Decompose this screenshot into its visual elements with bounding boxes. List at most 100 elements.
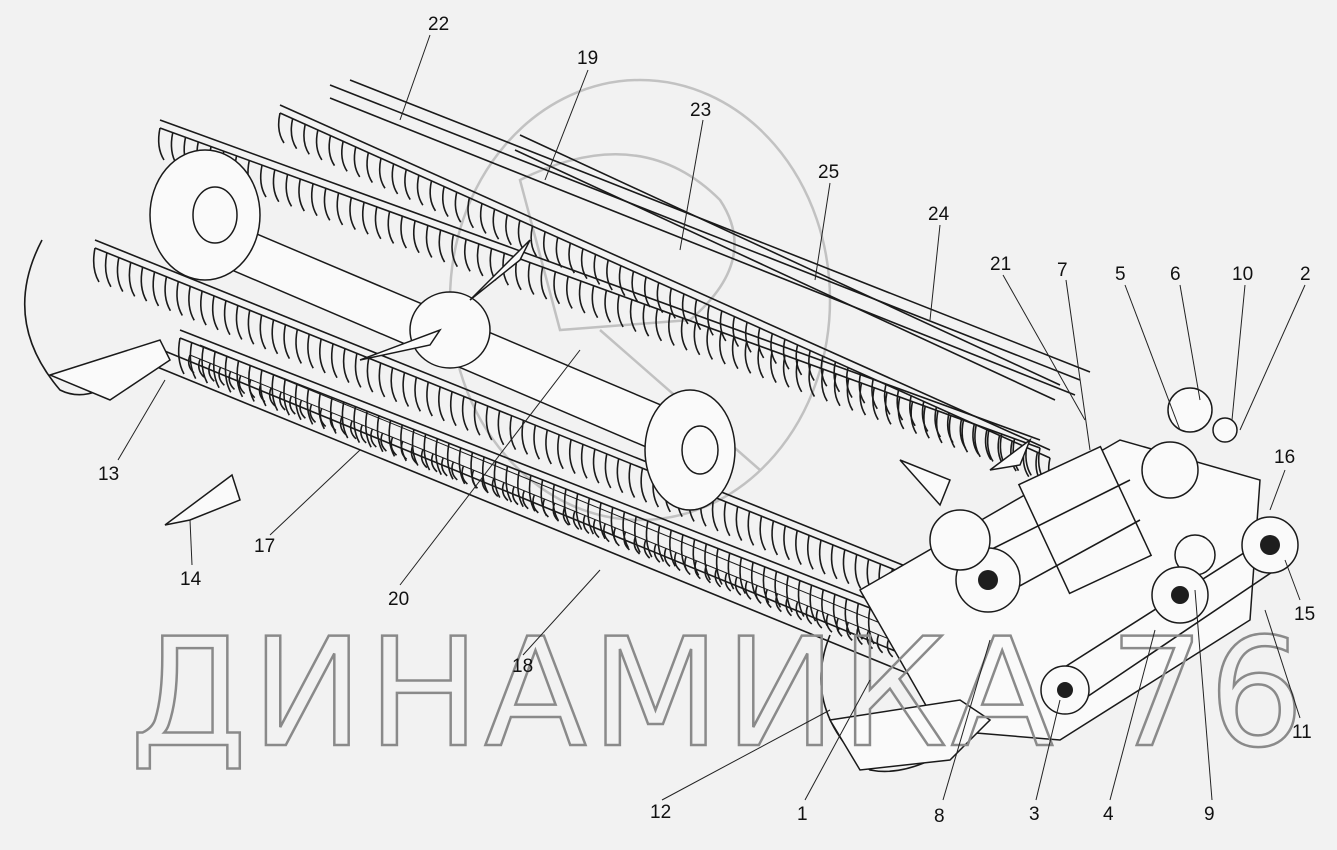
tine bbox=[856, 626, 863, 646]
tine bbox=[846, 622, 853, 641]
callout-12: 12 bbox=[650, 802, 671, 823]
tine bbox=[349, 420, 357, 440]
tine bbox=[563, 488, 571, 526]
callout-15: 15 bbox=[1294, 604, 1315, 625]
tine bbox=[884, 392, 892, 425]
tine bbox=[505, 214, 512, 246]
tine bbox=[387, 211, 395, 244]
tine bbox=[228, 371, 236, 391]
tine bbox=[528, 475, 536, 512]
tine bbox=[684, 556, 691, 576]
tine bbox=[238, 375, 246, 395]
tine bbox=[365, 411, 372, 448]
tine bbox=[298, 178, 305, 212]
tine bbox=[598, 502, 606, 540]
tine bbox=[323, 188, 331, 221]
tine bbox=[271, 319, 279, 355]
tine bbox=[152, 271, 160, 307]
tine bbox=[277, 112, 285, 144]
tine bbox=[795, 530, 802, 565]
tine bbox=[212, 351, 220, 389]
tine bbox=[719, 310, 727, 342]
tine bbox=[640, 468, 648, 503]
tine bbox=[295, 329, 303, 364]
tine bbox=[223, 300, 231, 336]
tine bbox=[657, 525, 665, 563]
tine bbox=[727, 552, 735, 590]
tine bbox=[341, 141, 348, 172]
tine bbox=[835, 618, 843, 637]
callout-19: 19 bbox=[577, 48, 598, 69]
tine bbox=[562, 506, 570, 526]
callout-2: 2 bbox=[1300, 264, 1311, 285]
callout-23: 23 bbox=[690, 100, 711, 121]
tine bbox=[771, 520, 779, 556]
tine bbox=[876, 634, 884, 654]
tine bbox=[258, 383, 266, 403]
tine bbox=[511, 486, 519, 506]
tine bbox=[187, 354, 195, 374]
callout-10: 10 bbox=[1232, 264, 1253, 285]
tine bbox=[557, 434, 564, 470]
tine bbox=[694, 299, 702, 331]
tine bbox=[578, 280, 586, 314]
tine bbox=[633, 535, 641, 555]
tine bbox=[568, 242, 576, 274]
tine bbox=[423, 433, 431, 471]
tine bbox=[628, 463, 636, 498]
tine bbox=[390, 367, 398, 403]
tine bbox=[545, 429, 552, 465]
tine bbox=[404, 169, 411, 201]
tine bbox=[454, 192, 462, 223]
tine bbox=[198, 358, 205, 378]
tine bbox=[271, 374, 279, 411]
tine bbox=[961, 420, 969, 453]
watermark-text: ДИНАМИКА 76 bbox=[130, 607, 1308, 781]
tine bbox=[492, 208, 500, 240]
side-crop-divider bbox=[23, 239, 171, 401]
tine bbox=[517, 470, 524, 508]
tine bbox=[247, 310, 255, 345]
callout-17: 17 bbox=[254, 536, 275, 557]
tine bbox=[653, 543, 661, 563]
tine bbox=[921, 401, 929, 432]
tine bbox=[603, 523, 610, 543]
tine bbox=[692, 539, 700, 576]
tine bbox=[140, 267, 148, 302]
callout-3: 3 bbox=[1029, 804, 1040, 825]
tine bbox=[866, 630, 874, 650]
tine bbox=[723, 501, 731, 537]
drive-assembly bbox=[858, 387, 1299, 741]
tine bbox=[378, 362, 386, 398]
callout-18: 18 bbox=[512, 656, 533, 677]
tine bbox=[623, 531, 630, 551]
tine bbox=[479, 203, 487, 234]
tine bbox=[833, 373, 841, 407]
tine bbox=[552, 502, 560, 522]
tine bbox=[449, 391, 457, 427]
tine bbox=[430, 453, 438, 473]
tine bbox=[859, 382, 867, 416]
tine bbox=[629, 299, 637, 333]
tine bbox=[473, 401, 481, 436]
tine bbox=[575, 493, 583, 530]
tine bbox=[617, 294, 624, 328]
callout-8: 8 bbox=[934, 806, 945, 827]
tine bbox=[805, 605, 813, 625]
tine bbox=[353, 406, 361, 444]
tine bbox=[744, 580, 752, 600]
tine bbox=[842, 549, 850, 585]
tine bbox=[704, 543, 711, 581]
part-14-bracket bbox=[164, 473, 241, 526]
tine bbox=[390, 437, 398, 456]
tine bbox=[259, 314, 267, 350]
tine bbox=[606, 259, 613, 291]
callout-13: 13 bbox=[98, 464, 119, 485]
tine bbox=[818, 539, 826, 575]
tine bbox=[157, 127, 165, 161]
tine bbox=[416, 175, 424, 206]
tine bbox=[806, 535, 814, 570]
tine bbox=[694, 560, 701, 580]
tine bbox=[388, 420, 396, 457]
